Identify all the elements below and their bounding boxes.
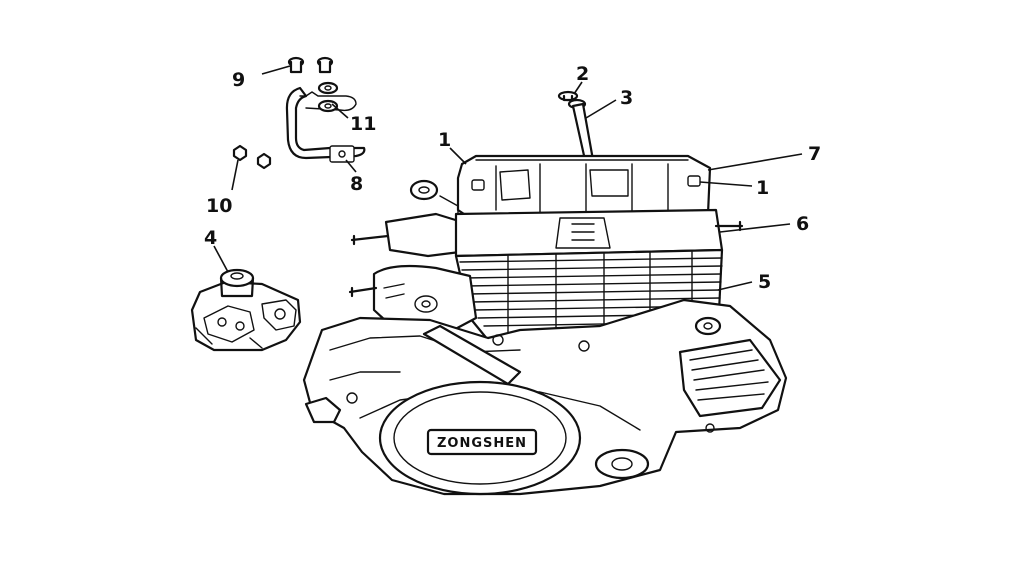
callout-10: 10 — [206, 195, 232, 217]
callout-5: 5 — [758, 271, 771, 293]
washer-part-11 — [317, 81, 339, 113]
callout-4: 4 — [204, 227, 217, 249]
carburetor-part-4 — [190, 268, 302, 352]
nut-part-10 — [232, 144, 272, 170]
callout-8: 8 — [350, 173, 363, 195]
callout-3: 3 — [620, 87, 633, 109]
callout-6: 6 — [796, 213, 809, 235]
callout-2: 2 — [576, 63, 589, 85]
callout-9: 9 — [232, 69, 245, 91]
bolt-part-9 — [287, 56, 334, 74]
callout-1-right: 1 — [756, 177, 769, 199]
callout-1-top: 1 — [438, 129, 451, 151]
callout-7: 7 — [808, 143, 821, 165]
engine-assembly: ZONGSHEN — [302, 154, 788, 496]
leader-lines — [213, 65, 803, 291]
callout-11: 11 — [350, 113, 376, 135]
screw-part-2 — [557, 90, 579, 102]
brand-plate-text: ZONGSHEN — [437, 436, 527, 451]
bracket-part-8 — [285, 86, 366, 163]
breather-tube-part-3 — [567, 98, 595, 162]
callout-labels: 9 11 10 8 4 2 3 1 7 1 6 5 — [204, 63, 821, 293]
